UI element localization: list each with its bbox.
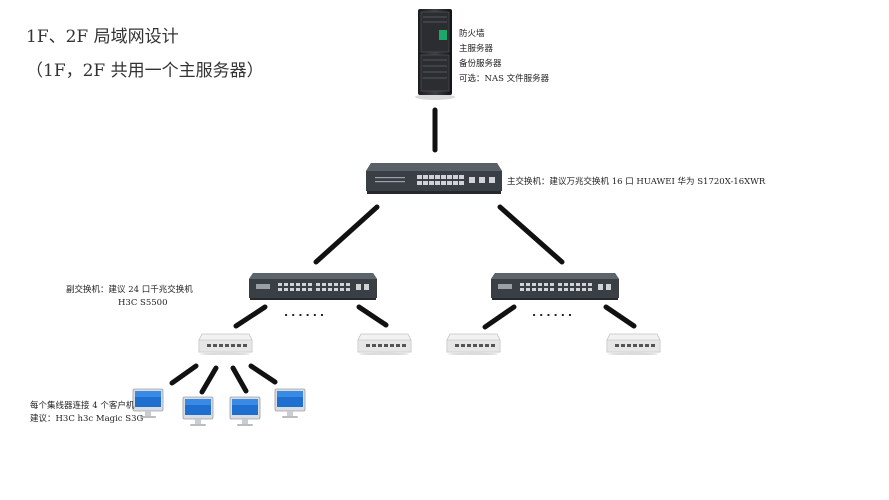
server-labels: 防火墙 主服务器 备份服务器 可选：NAS 文件服务器: [459, 27, 549, 87]
desktop-computer-icon: [182, 396, 214, 428]
client-label-1: 每个集线器连接 4 个客户机: [30, 401, 135, 411]
client-label-2: 建议：H3C h3c Magic S3G: [30, 414, 144, 424]
sub-switch-label-2: H3C S5500: [118, 298, 168, 308]
server-label-nas: 可选：NAS 文件服务器: [459, 74, 550, 84]
page-title: 1F、2F 局域网设计: [26, 27, 179, 47]
sub-switch-left-icon: [248, 271, 378, 301]
link-right-hub3: [482, 304, 517, 330]
hub-icon: [357, 333, 412, 356]
link-left-hub2: [356, 304, 389, 328]
more-hubs-ellipsis-left: ......: [284, 306, 328, 319]
link-main-left: [313, 204, 380, 265]
sub-switch-right-icon: [490, 271, 620, 301]
server-label-backup: 备份服务器: [459, 59, 502, 69]
main-switch-label: 主交换机：建议万兆交换机 16 口 HUAWEI 华为 S1720X-16XWR: [507, 177, 766, 187]
desktop-computer-icon: [274, 388, 306, 420]
hub-icon: [446, 333, 501, 356]
desktop-computer-icon: [229, 396, 261, 428]
link-hub-pc4: [248, 363, 278, 385]
more-hubs-ellipsis-right: ......: [532, 306, 576, 319]
link-hub-pc3: [230, 365, 249, 394]
link-left-hub1: [233, 304, 268, 329]
page-subtitle: （1F，2F 共用一个主服务器）: [26, 61, 264, 81]
link-hub-pc2: [199, 365, 219, 395]
hub-icon: [606, 333, 661, 356]
hub-icon: [198, 333, 253, 356]
link-right-hub4: [603, 304, 637, 329]
sub-switch-label-1: 副交换机：建议 24 口千兆交换机: [66, 285, 193, 295]
server-label-main: 主服务器: [459, 44, 494, 54]
link-hub-pc1: [169, 363, 199, 386]
server-label-firewall: 防火墙: [459, 29, 485, 39]
desktop-computer-icon: [132, 388, 164, 420]
main-switch-icon: [365, 161, 503, 195]
link-main-right: [497, 204, 565, 265]
server-rack-icon: [414, 8, 456, 100]
